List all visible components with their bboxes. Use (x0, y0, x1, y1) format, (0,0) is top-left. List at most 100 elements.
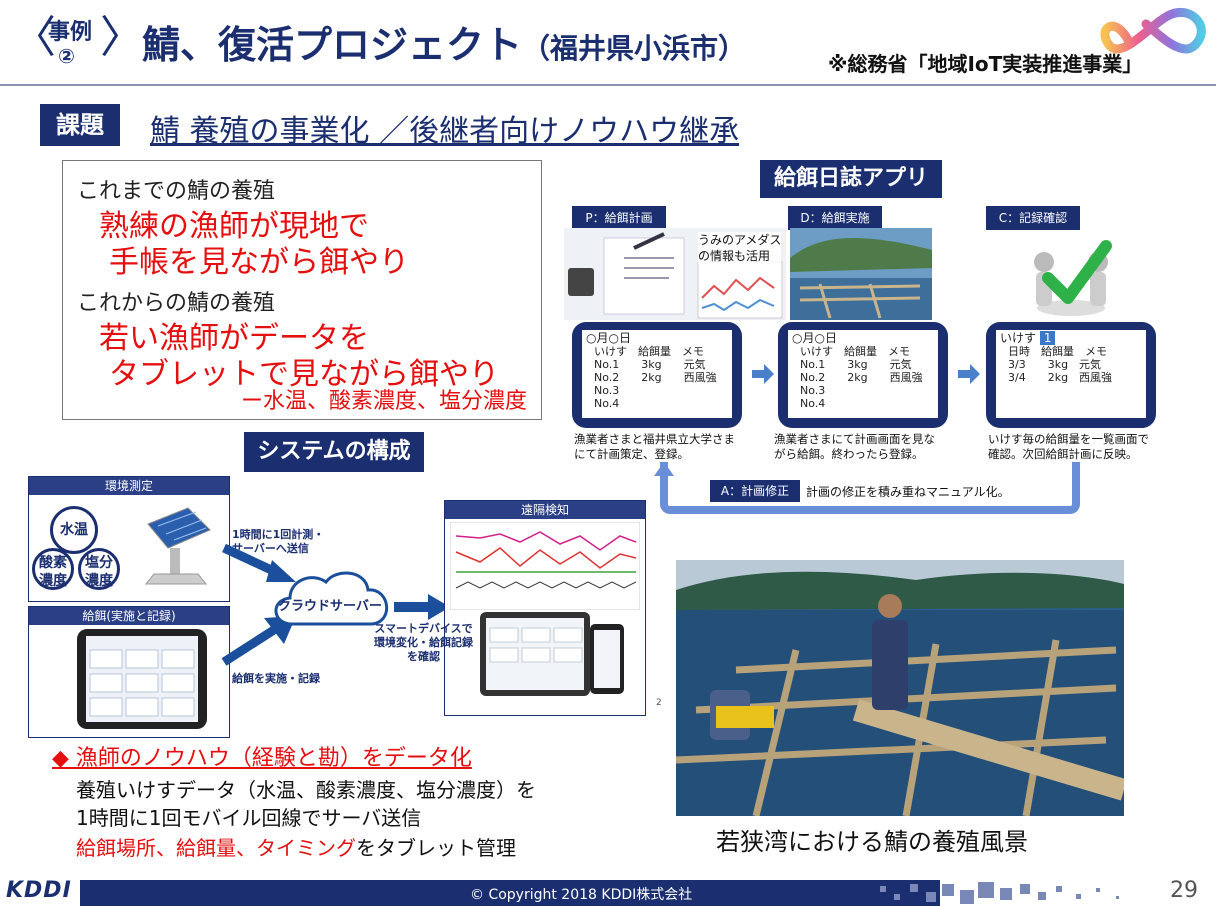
fish-farm-photo (676, 560, 1124, 816)
cloud-label: クラウドサーバー (278, 599, 382, 614)
after-sensors: ー水温、酸素濃度、塩分濃度 (240, 389, 527, 414)
smart-caption-2: 環境変化・給餌記録 (374, 636, 473, 649)
hourly-caption: 1時間に1回計測・サーバーへ送信 (232, 528, 324, 556)
hourly-caption-2: サーバーへ送信 (232, 542, 309, 555)
case-number: ② (58, 44, 75, 68)
header-divider (0, 84, 1216, 86)
photo-note: うみのアメダス の情報も活用 (698, 232, 782, 264)
arrow-to-cloud-icon (222, 543, 296, 582)
bracket-left: 〈 (12, 12, 56, 63)
after-heading: これからの鯖の養殖 (77, 291, 276, 316)
knowhow-line3-rest: をタブレット管理 (356, 836, 516, 860)
copyright: © Copyright 2018 KDDI株式会社 (470, 887, 693, 903)
page-title-sub: （福井県小浜市） (522, 32, 747, 65)
desc-line: 漁業者さまにて計画画面を見な (774, 432, 935, 446)
salt-label-1: 塩分 (85, 555, 113, 571)
tablet-row: 3/4 2kg 西風強 (1008, 371, 1113, 384)
knowhow-line3-red1: 給餌場所、給餌量、 (76, 836, 256, 860)
step-check-tag: C：記録確認 (986, 206, 1080, 230)
infinity-logo-icon (1100, 7, 1206, 54)
desc-line: にて計画策定、登録。 (574, 447, 689, 461)
arrow-right-icon (752, 364, 774, 384)
feedback-loop-arrow (660, 462, 1080, 514)
sensor-graph (450, 522, 640, 610)
tablet-check-screen: いけす 1 日時 給餌量 メモ 3/3 3kg 元気 3/4 2kg 西風強 (996, 330, 1146, 418)
tablet-row: No.4 (594, 397, 620, 410)
tablet-date: ○月○日 (586, 331, 631, 345)
bracket-right: 〉 (100, 12, 144, 63)
smart-caption: スマートデバイスで 環境変化・給餌記録 を確認 (374, 622, 473, 664)
env-panel-title: 環境測定 (29, 477, 229, 495)
tablet-row: No.4 (800, 397, 826, 410)
remote-panel-title: 遠隔検知 (445, 501, 645, 519)
step-check-desc: いけす毎の給餌量を一覧画面で 確認。次回給餌計画に反映。 (988, 432, 1149, 462)
feeding-photo (790, 228, 932, 320)
case-label: 〈 事例 ② 〉 (12, 8, 144, 72)
step-do-tag: D：給餌実施 (788, 206, 882, 230)
case-label-text: 事例 (48, 20, 93, 45)
tablet-header: いけす 給餌量 メモ (594, 345, 704, 358)
step-act-text: 計画の修正を積み重ねマニュアル化。 (806, 485, 1010, 499)
before-line1: 熟練の漁師が現地で (99, 209, 369, 244)
tablet-do-screen: ○月○日 いけす 給餌量 メモ No.1 3kg 元気 No.2 2kg 西風強… (788, 330, 938, 418)
after-line2: タブレットで見ながら餌やり (109, 357, 499, 392)
salt-circle: 塩分濃度 (78, 548, 120, 590)
issue-text: 鯖 養殖の事業化 ／後継者向けノウハウ継承 (150, 114, 740, 149)
water-temp-circle: 水温 (50, 506, 98, 554)
before-heading: これまでの鯖の養殖 (77, 179, 276, 204)
smart-caption-1: スマートデバイスで (374, 622, 473, 635)
oxygen-circle: 酸素濃度 (32, 548, 74, 590)
step-act-tag: A：計画修正 (710, 480, 800, 502)
tablet-row: No.3 (800, 384, 826, 397)
step-plan-desc: 漁業者さまと福井県立大学さま にて計画策定、登録。 (574, 432, 735, 462)
feeding-panel-title: 給餌(実施と記録) (29, 607, 229, 625)
checkmark-figure-icon (1034, 240, 1112, 316)
tablet-row: No.2 2kg 西風強 (800, 371, 923, 384)
arrow-right-icon (958, 364, 980, 384)
photo-caption: 若狭湾における鯖の養殖風景 (716, 828, 1028, 856)
knowhow-line1: 養殖いけすデータ（水温、酸素濃度、塩分濃度）を (76, 778, 536, 802)
kddi-logo: KDDI (6, 878, 72, 903)
oxygen-label-1: 酸素 (39, 555, 67, 571)
cloud-server-icon (274, 571, 389, 626)
step-plan-tag: P：給餌計画 (572, 206, 666, 230)
photo-note-line2: の情報も活用 (698, 249, 771, 263)
page-title-main: 鯖、復活プロジェクト (142, 23, 523, 67)
tablet-plan: ○月○日 いけす 給餌量 メモ No.1 3kg 元気 No.2 2kg 西風強… (572, 322, 742, 428)
knowhow-line2: 1時間に1回モバイル回線でサーバ送信 (76, 806, 422, 830)
comparison-box: これまでの鯖の養殖 熟練の漁師が現地で 手帳を見ながら餌やり これからの鯖の養殖… (62, 160, 542, 420)
knowhow-line3: 給餌場所、給餌量、タイミングをタブレット管理 (76, 832, 516, 861)
desc-line: がら給餌。終わったら登録。 (774, 447, 924, 461)
knowhow-heading: ◆ 漁師のノウハウ（経験と勘）をデータ化 (52, 746, 472, 771)
tablet-row: No.1 3kg 元気 (800, 358, 912, 371)
photo-note-line1: うみのアメダス (698, 233, 782, 247)
feed-caption: 給餌を実施・記録 (232, 672, 320, 685)
arrow-to-remote-icon (394, 594, 450, 620)
tablet-row: 3/3 3kg 元気 (1008, 358, 1102, 371)
tablet-header: いけす 給餌量 メモ (800, 345, 910, 358)
tablet-header: 日時 給餌量 メモ (1008, 345, 1107, 358)
tablet-phone-icon (480, 612, 624, 696)
after-line1: 若い漁師がデータを (99, 321, 369, 356)
tablet-row: No.1 3kg 元気 (594, 358, 706, 371)
page-title: 鯖、復活プロジェクト（福井県小浜市） (142, 14, 746, 69)
tablet-row: No.2 2kg 西風強 (594, 371, 717, 384)
hourly-caption-1: 1時間に1回計測・ (232, 528, 325, 541)
tablet-pen-badge: 1 (1039, 331, 1056, 345)
footer-pixel-decoration (880, 882, 1119, 904)
app-title: 給餌日誌アプリ (760, 160, 942, 198)
tablet-pen-label: いけす (1000, 331, 1037, 345)
tablet-do: ○月○日 いけす 給餌量 メモ No.1 3kg 元気 No.2 2kg 西風強… (778, 322, 948, 428)
tablet-check: いけす 1 日時 給餌量 メモ 3/3 3kg 元気 3/4 2kg 西風強 (986, 322, 1156, 428)
desc-line: 漁業者さまと福井県立大学さま (574, 432, 735, 446)
step-do-desc: 漁業者さまにて計画画面を見な がら給餌。終わったら登録。 (774, 432, 935, 462)
tablet-plan-screen: ○月○日 いけす 給餌量 メモ No.1 3kg 元気 No.2 2kg 西風強… (582, 330, 732, 418)
salt-label-2: 濃度 (85, 573, 113, 589)
oxygen-label-2: 濃度 (39, 573, 67, 589)
sensor-buoy-icon (144, 507, 211, 585)
page-number: 29 (1170, 878, 1198, 903)
loop-arrowhead-icon (654, 462, 674, 476)
small-number: 2 (656, 698, 662, 708)
desc-line: 確認。次回給餌計画に反映。 (988, 447, 1138, 461)
header-note: ※総務省「地域IoT実装推進事業」 (828, 52, 1143, 76)
